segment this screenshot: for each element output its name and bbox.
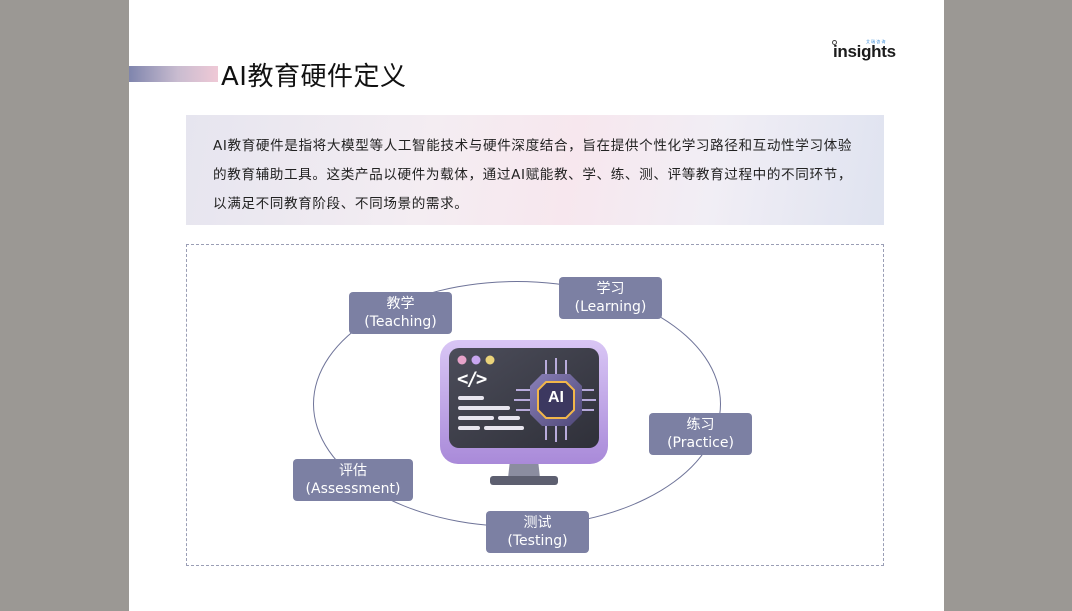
node-teaching: 教学 (Teaching) [349,292,452,334]
page-title: AI教育硬件定义 [221,62,407,92]
monitor-icon [440,340,608,485]
logo-icon: 艾 瑞 咨 询 insights [832,38,896,64]
node-learning-cn: 学习 [596,281,625,297]
definition-text: AI教育硬件是指将大模型等人工智能技术与硬件深度结合，旨在提供个性化学习路径和互… [213,138,853,212]
definition-box: AI教育硬件是指将大模型等人工智能技术与硬件深度结合，旨在提供个性化学习路径和互… [186,115,884,225]
node-assessment-cn: 评估 [339,463,367,479]
node-teaching-cn: 教学 [386,296,415,312]
node-assessment-en: (Assessment) [305,481,401,497]
logo-small-text: 艾 瑞 咨 询 [866,39,886,44]
node-testing: 测试 (Testing) [486,511,589,553]
title-accent-bar [129,66,218,82]
ai-chip-label: AI [548,389,564,406]
node-testing-cn: 测试 [523,515,552,531]
node-teaching-en: (Teaching) [364,314,437,330]
node-assessment: 评估 (Assessment) [293,459,413,501]
node-practice-en: (Practice) [667,435,734,451]
education-cycle-diagram: 教学 (Teaching) 学习 (Learning) 练习 (Practice… [186,244,884,566]
code-icon: </> [457,368,487,390]
slide-page: AI教育硬件定义 艾 瑞 咨 询 insights AI教育硬件是指将大模型等人… [129,0,944,611]
node-learning-en: (Learning) [574,299,647,315]
node-practice: 练习 (Practice) [649,413,752,455]
logo-text: insights [833,42,896,61]
node-practice-cn: 练习 [686,417,715,433]
node-testing-en: (Testing) [507,533,568,549]
ai-chip-icon [530,374,582,426]
logo-dot [832,40,837,45]
node-learning: 学习 (Learning) [559,277,662,319]
